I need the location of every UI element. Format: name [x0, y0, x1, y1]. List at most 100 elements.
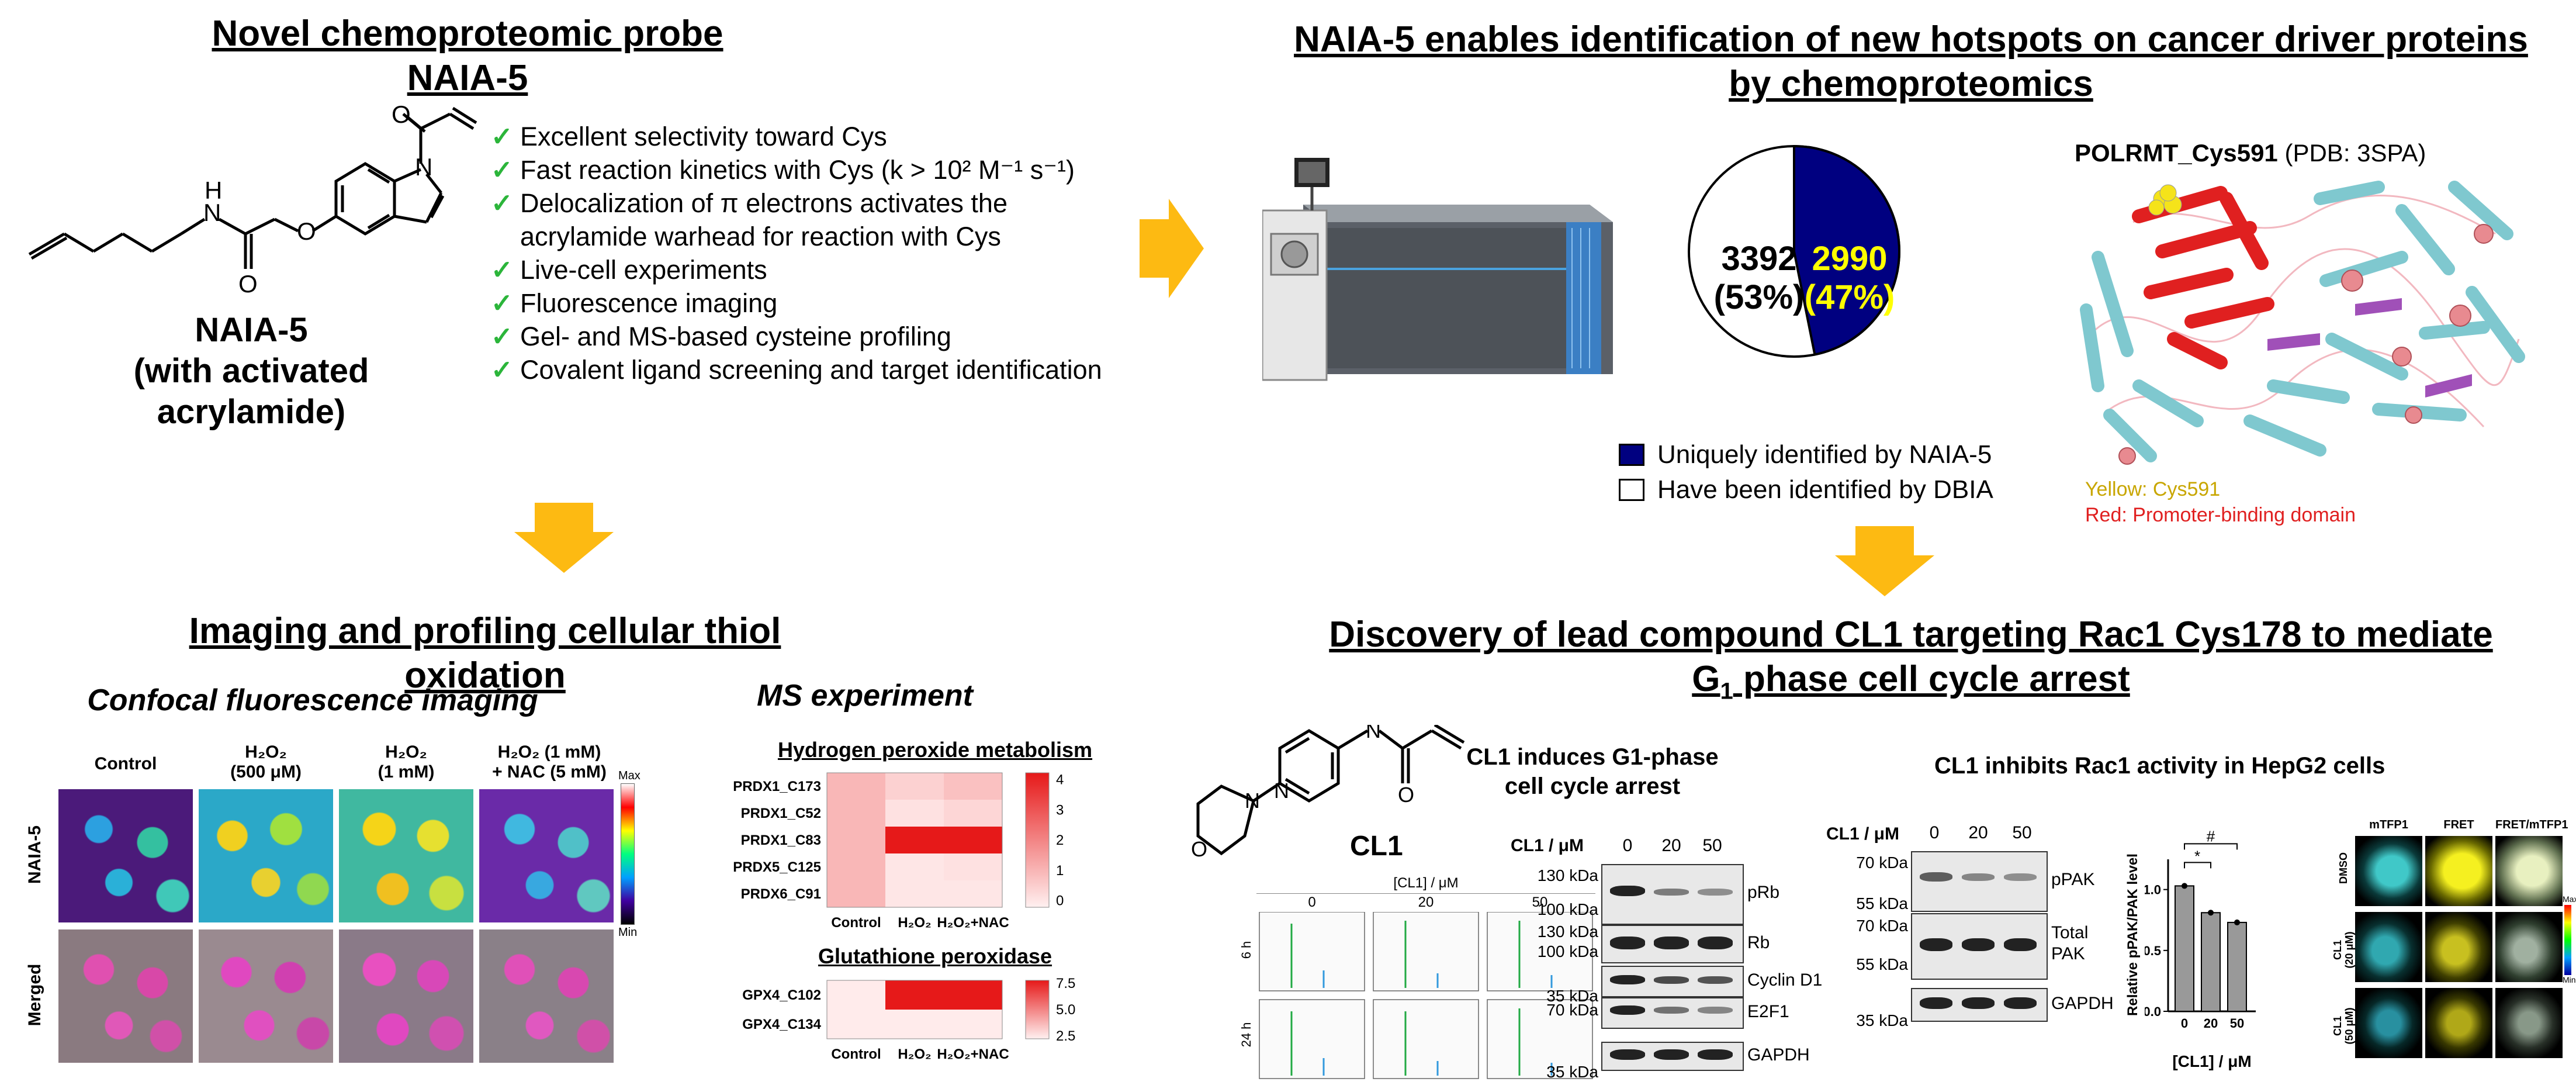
band	[2004, 873, 2037, 881]
band	[1610, 886, 1645, 896]
fret-row-label: DMSO	[2338, 852, 2349, 884]
fret-col: FRET	[2443, 818, 2474, 831]
arrow-right-icon	[1140, 199, 1204, 298]
pie-label-right: 2990(47%)	[1804, 240, 1895, 316]
bar-xlabel: [CL1] / μM	[2172, 1052, 2252, 1070]
fret-row-label: CL1(50 μM)	[2332, 1007, 2355, 1045]
fret-col: mTFP1	[2369, 818, 2408, 831]
wb1-kda: 100 kDa	[1537, 900, 1598, 918]
heatmap-row-label: PRDX1_C52	[741, 806, 821, 821]
atom-o: O	[1191, 837, 1207, 859]
feature-item: ✓Fast reaction kinetics with Cys (k > 10…	[491, 155, 1075, 185]
bl-title: Imaging and profiling cellular thiol oxi…	[189, 611, 781, 696]
band	[1698, 1007, 1733, 1014]
legend-swatch-navy	[1619, 444, 1644, 466]
y-tick-label: 1.0	[2145, 883, 2161, 897]
flow-col: 50	[1532, 894, 1548, 910]
heatmap-colorbar	[1025, 980, 1050, 1039]
atom-o: O	[238, 270, 258, 298]
wb1-conc: 20	[1661, 836, 1681, 855]
heatmap-frame	[826, 772, 1003, 908]
atom-o: O	[297, 217, 316, 245]
sig-mark: #	[2207, 827, 2215, 845]
heatmap-cell	[944, 880, 1002, 907]
colorbar-tick: 1	[1056, 863, 1064, 879]
atom-o: O	[1398, 783, 1414, 807]
wb1-kda: 100 kDa	[1537, 942, 1598, 960]
protein-structure-image	[2080, 181, 2525, 465]
wb1-label: Cyclin D1	[1747, 970, 1823, 990]
heatmap-cell	[944, 853, 1002, 880]
atom-o: O	[392, 105, 411, 128]
heatmap-cell	[944, 773, 1002, 800]
heatmap-cell	[885, 827, 944, 853]
bar-point	[2234, 919, 2240, 925]
feature-item: ✓Live-cell experiments	[491, 255, 767, 285]
fret-image	[2355, 912, 2422, 982]
heatmap-cell	[827, 1010, 885, 1039]
merged-image	[479, 929, 614, 1063]
legend-item: Have been identified by DBIA	[1619, 472, 1993, 507]
wb2-kda: 70 kDa	[1856, 917, 1908, 935]
confocal-image	[199, 789, 333, 922]
naia5-structure: N H O O N O	[28, 105, 477, 298]
band	[1698, 889, 1733, 896]
col-header: H₂O₂(500 μM)	[230, 742, 302, 782]
wb1-label: E2F1	[1747, 1002, 1789, 1021]
wb2-kda: 55 kDa	[1856, 894, 1908, 913]
probe-name: NAIA-5	[195, 311, 308, 349]
flow-col: 0	[1308, 894, 1316, 910]
heatmap-frame	[826, 980, 1003, 1039]
wb1-kda: 35 kDa	[1546, 987, 1598, 1005]
wb2-conc: 20	[1968, 823, 1988, 842]
feature-item: ✓Fluorescence imaging	[491, 288, 778, 318]
heatmap-cell	[827, 853, 885, 880]
bar-point	[2182, 883, 2187, 889]
fret-col: FRET/mTFP1	[2495, 818, 2568, 831]
band	[1654, 976, 1689, 984]
row-label-naia5: NAIA-5	[25, 825, 44, 884]
heatmap-row-label: PRDX1_C173	[733, 779, 821, 794]
y-tick-label: 0.5	[2145, 944, 2161, 958]
band	[1920, 997, 1952, 1009]
band	[1610, 975, 1645, 984]
ms-title: MS experiment	[757, 679, 973, 713]
rac-title: CL1 inhibits Rac1 activity in HepG2 cell…	[1934, 753, 2385, 779]
wb2-kda: 55 kDa	[1856, 955, 1908, 973]
probe-desc: acrylamide)	[157, 393, 346, 431]
atom-h: H	[1373, 725, 1389, 728]
heatmap-col-label: H₂O₂	[898, 915, 931, 931]
pie-label-left: 3392(53%)	[1713, 240, 1805, 316]
colorbar-tick: 2	[1056, 832, 1064, 848]
band	[1654, 1007, 1689, 1014]
bar-ylabel-wrap: Relative pPAK/PAK level	[2121, 842, 2145, 1029]
band	[1610, 1049, 1645, 1060]
atom-h: H	[205, 177, 222, 204]
heatmap-row-label: PRDX1_C83	[741, 832, 821, 848]
atom-n: N	[203, 199, 221, 226]
flow-row-label: 6 h	[1239, 941, 1254, 959]
wb2-conc: 50	[2012, 823, 2032, 842]
flow-cytometry-grid	[1259, 912, 1593, 1079]
band	[1698, 976, 1733, 984]
pie-slice-naia5	[1793, 144, 1900, 356]
tr-title: NAIA-5 enables identification of new hot…	[1294, 19, 2528, 104]
x-tick-label: 0	[2181, 1016, 2188, 1031]
fret-image	[2355, 836, 2422, 906]
band	[1610, 937, 1645, 949]
heatmap-cell	[885, 773, 944, 800]
heatmap-cell	[885, 880, 944, 907]
heatmap-row-label: PRDX5_C125	[733, 859, 821, 875]
bar-point	[2208, 910, 2214, 916]
band	[1962, 873, 1995, 881]
merged-image	[199, 929, 333, 1063]
sig-bracket	[2184, 862, 2211, 869]
flow-divider	[1256, 893, 1595, 894]
fret-max: Max	[2563, 894, 2576, 904]
sig-mark: *	[2194, 847, 2200, 865]
heatmap-cell	[885, 800, 944, 827]
confocal-colorbar	[621, 783, 635, 925]
heatmap-col-label: Control	[831, 1046, 881, 1062]
band	[1654, 889, 1689, 896]
